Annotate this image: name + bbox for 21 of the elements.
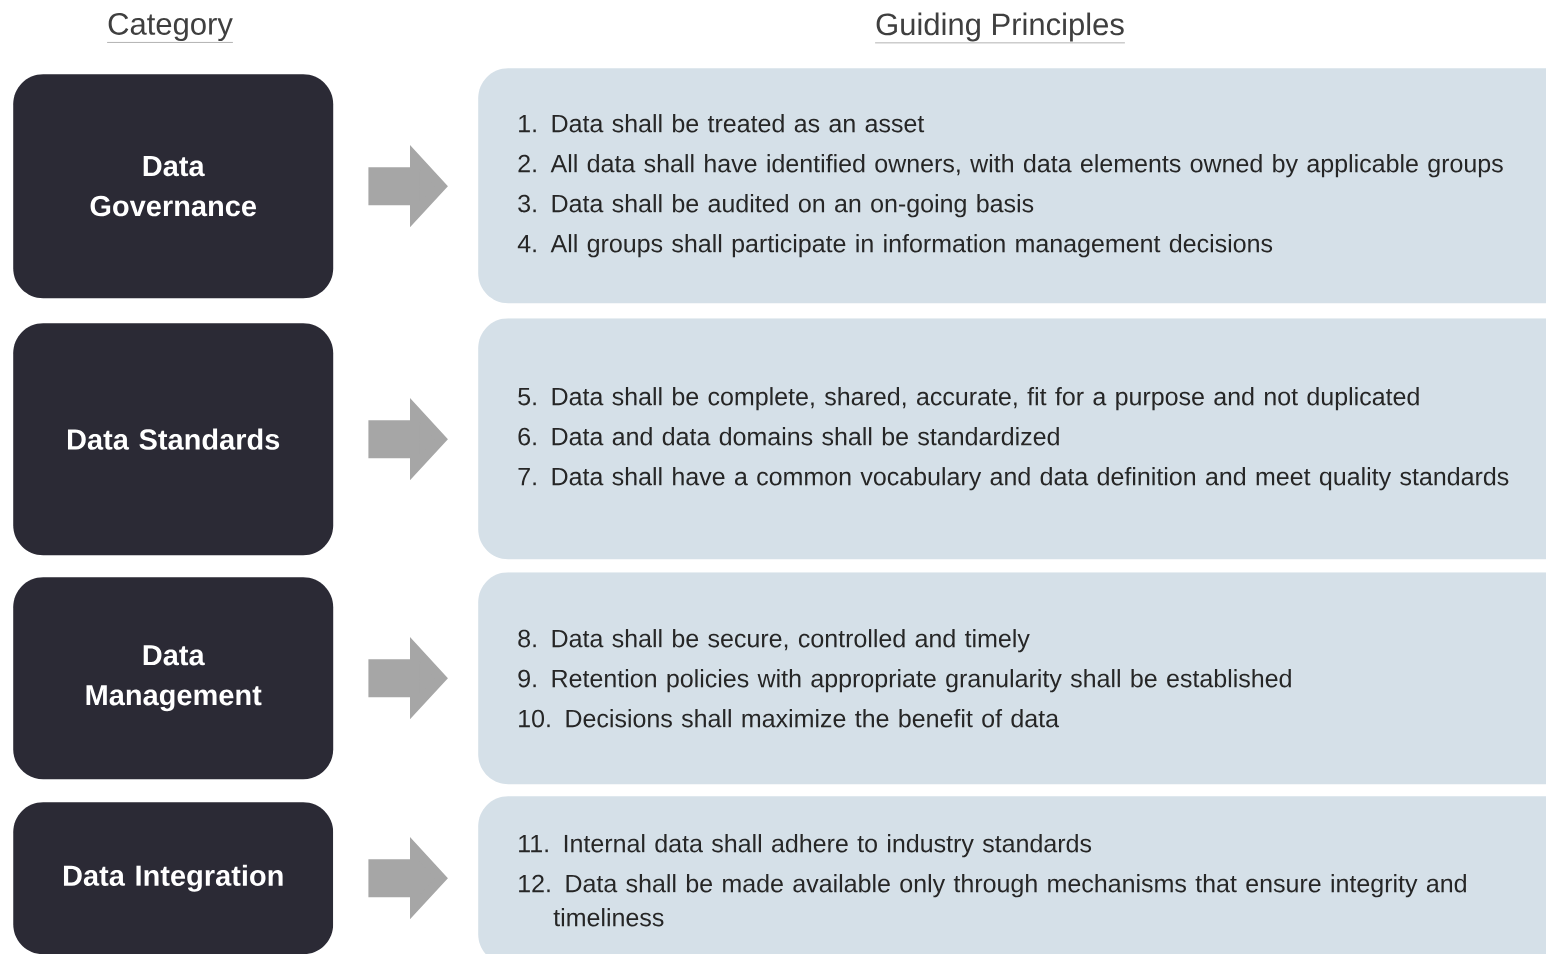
principles-box [478, 572, 1546, 785]
list-item: 9. Retention policies with appropriate granularity shall be established [518, 669, 1291, 693]
list-item: 3. Data shall be audited on an on-going basis [518, 194, 1034, 218]
list-item: 8. Data shall be secure, controlled and timely [518, 629, 1030, 653]
category-box: Data Management [13, 577, 334, 780]
column-heading: Category [106, 12, 234, 43]
list-item: 4. All groups shall participate in information management decisions [517, 234, 1273, 258]
list-item: 6. Data and data domains shall be standardized [518, 427, 1059, 446]
list-item: 11. Internal data shall adhere to industry standards [519, 834, 1092, 858]
category-box: Data Integration [13, 802, 334, 954]
category-box: Data Governance [13, 74, 334, 299]
category-box: Data Standards [13, 323, 334, 556]
principles-box [478, 318, 1546, 560]
principles-box [478, 68, 1546, 304]
list-item: 10. Decisions shall maximize the benefit of data [519, 709, 1060, 728]
principles-box [478, 796, 1546, 954]
list-item: 5. Data shall be complete, shared, accurate, fit for a purpose and not duplicated [518, 387, 1419, 411]
list-item: 2. All data shall have identified owners, with data elements owned by applicable groups [518, 154, 1503, 178]
list-item: 12. Data shall be made available only through mechanisms that ensure integrity and timeliness [519, 874, 1466, 927]
list-item: 1. Data shall be treated as an asset [519, 114, 925, 133]
list-item: 7. Data shall have a common vocabulary and data definition and meet quality standards [518, 467, 1509, 491]
